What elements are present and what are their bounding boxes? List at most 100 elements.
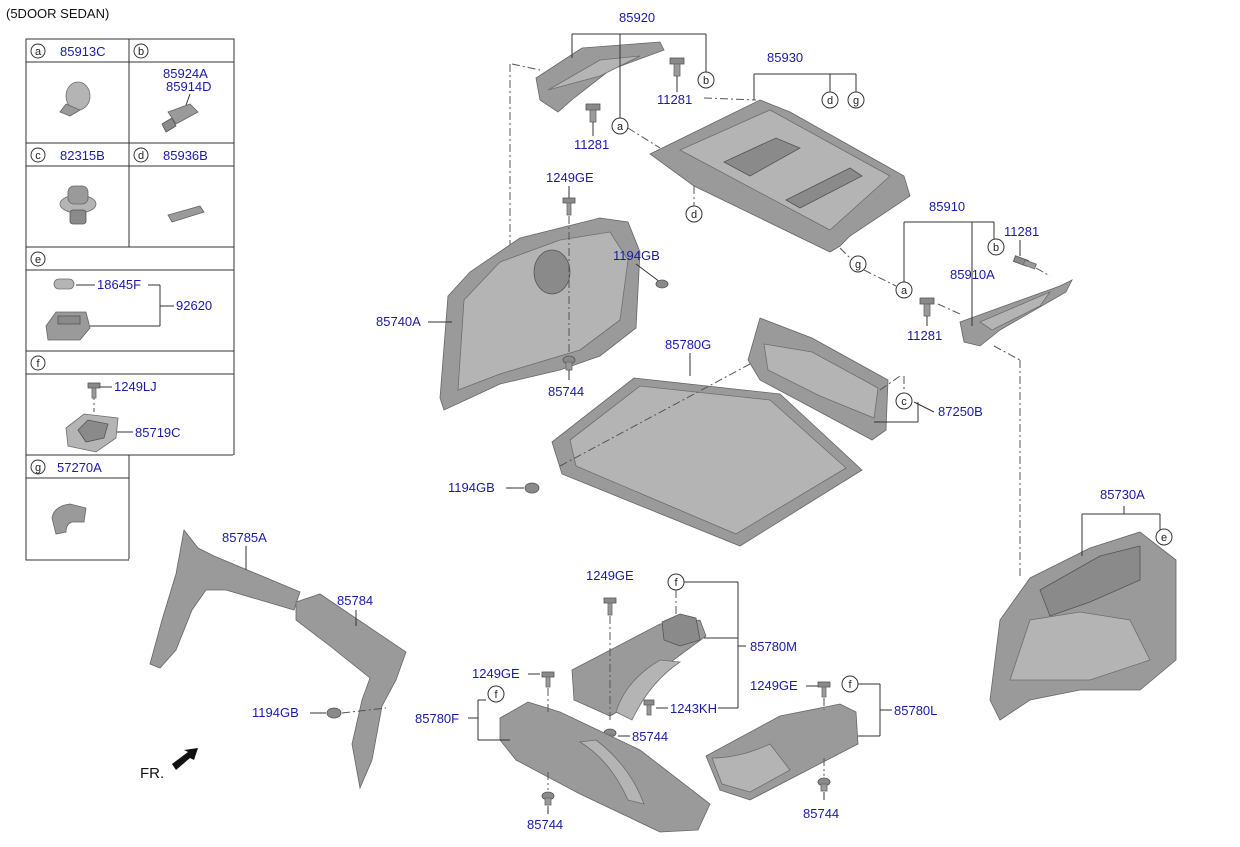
- clip-85744-4-icon: [817, 777, 831, 792]
- callout-a-top: [611, 117, 629, 135]
- legend-cell-d: d 85936B: [133, 147, 208, 223]
- label-87250B: 87250B: [938, 404, 983, 419]
- label-1249GE-1: 1249GE: [546, 170, 594, 185]
- label-85744-2: 85744: [632, 729, 668, 744]
- legend-letter-g: g: [35, 462, 41, 474]
- lamp-92620-icon: [45, 311, 91, 341]
- callout-f-center-letter: f: [674, 577, 678, 589]
- label-85780M: 85780M: [750, 639, 797, 654]
- label-85920: 85920: [619, 10, 655, 25]
- screw-1249GE-4-icon: [817, 681, 831, 698]
- callout-b-top-letter: b: [703, 75, 709, 87]
- label-11281-r2: 11281: [907, 328, 942, 343]
- label-85910: 85910: [929, 199, 965, 214]
- part-85930-shelf: 85930: [649, 50, 911, 253]
- callout-e-letter: e: [1161, 532, 1167, 544]
- callout-b-right: [987, 238, 1005, 256]
- legend-part-85924A: 85924A: [163, 66, 208, 81]
- legend-cell-f: f 1249LJ 85719C: [30, 355, 181, 453]
- pad-85936B-icon: [167, 205, 205, 223]
- callout-a-right: [895, 281, 913, 299]
- label-85744-1: 85744: [548, 384, 584, 399]
- clip-85913C-icon: [59, 81, 91, 117]
- callout-g-top: [847, 91, 865, 109]
- legend-part-85913C: 85913C: [60, 44, 106, 59]
- legend-cell-g: g 57270A: [30, 459, 102, 535]
- legend-part-85936B: 85936B: [163, 148, 208, 163]
- callout-d-mid: [685, 205, 703, 223]
- part-85784: 85784: [295, 593, 407, 790]
- callout-e: [1155, 528, 1173, 546]
- clip-1194GB-2-icon: [524, 482, 540, 494]
- legend-letter-e: e: [35, 254, 41, 266]
- callout-d-top-letter: d: [827, 95, 833, 107]
- label-1194GB-2: 1194GB: [448, 480, 495, 495]
- screw-1249GE-2-icon: [603, 597, 617, 616]
- part-85910: 85910 85910A: [903, 199, 1073, 347]
- legend-part-82315B: 82315B: [60, 148, 105, 163]
- callout-c-letter: c: [901, 396, 907, 408]
- clip-1194GB-3-icon: [326, 707, 342, 719]
- part-85780G-floor-mat: 85780G: [551, 337, 863, 547]
- label-85785A: 85785A: [222, 530, 267, 545]
- screw-11281-mid-icon: [585, 103, 601, 123]
- label-85744-4: 85744: [803, 806, 839, 821]
- legend-letter-f: f: [36, 358, 40, 370]
- callout-a-right-letter: a: [901, 285, 908, 297]
- label-1194GB-3: 1194GB: [252, 705, 299, 720]
- legend-part-92620: 92620: [176, 298, 212, 313]
- callout-c: [895, 392, 913, 410]
- legend-cell-a: a 85913C: [30, 43, 106, 117]
- clip-85744-3-icon: [541, 791, 555, 806]
- label-1249GE-4: 1249GE: [750, 678, 798, 693]
- callout-f-left: [487, 685, 505, 703]
- label-85730A: 85730A: [1100, 487, 1145, 502]
- callout-d-mid-letter: d: [691, 209, 697, 221]
- label-85910A: 85910A: [950, 267, 995, 282]
- screw-11281-r2-icon: [919, 297, 935, 317]
- screw-1243KH-icon: [643, 699, 655, 716]
- callout-f-left-letter: f: [494, 689, 498, 701]
- part-85920: 85920: [535, 10, 707, 118]
- callout-b-right-letter: b: [993, 242, 999, 254]
- legend-letter-c: c: [35, 150, 41, 162]
- screw-1249LJ-icon: [87, 382, 101, 399]
- callout-g-mid: [849, 255, 867, 273]
- label-1249GE-2: 1249GE: [586, 568, 634, 583]
- part-85740A: 85740A: [376, 217, 641, 411]
- callout-b-top: [697, 71, 715, 89]
- part-85780M: 85780M: [571, 581, 797, 721]
- legend-part-1249LJ: 1249LJ: [114, 379, 157, 394]
- bulb-18645F-icon: [53, 278, 75, 290]
- legend-cell-e: e 18645F 92620: [30, 251, 212, 341]
- screw-11281-r1-icon: [1012, 255, 1037, 270]
- label-1243KH: 1243KH: [670, 701, 717, 716]
- callout-f-right-letter: f: [848, 679, 852, 691]
- grommet-57270A-icon: [51, 503, 87, 535]
- diagram-title: (5DOOR SEDAN): [6, 6, 109, 21]
- label-85744-3: 85744: [527, 817, 563, 832]
- label-11281-top: 11281: [657, 92, 692, 107]
- screw-1249GE-3-icon: [541, 671, 555, 688]
- tray-85719C-icon: [65, 413, 119, 453]
- front-arrow-icon: [172, 748, 198, 770]
- legend-part-85914D: 85914D: [166, 79, 212, 94]
- push-clip-82315B-icon: [59, 185, 97, 225]
- part-85730A: 85730A: [989, 487, 1177, 721]
- callout-g-top-letter: g: [853, 95, 859, 107]
- legend-letter-d: d: [138, 150, 144, 162]
- label-85780G: 85780G: [665, 337, 711, 352]
- front-label: FR.: [140, 765, 164, 782]
- clip-1194GB-1-icon: [655, 279, 669, 289]
- label-1194GB-1: 1194GB: [613, 248, 660, 263]
- label-85780F: 85780F: [415, 711, 459, 726]
- legend-letter-a: a: [35, 46, 42, 58]
- part-85780L: 85780L: [705, 683, 937, 801]
- screw-11281-top-icon: [669, 57, 685, 77]
- part-85780F: 85780F: [415, 699, 711, 833]
- callout-g-mid-letter: g: [855, 259, 861, 271]
- label-85930: 85930: [767, 50, 803, 65]
- label-1249GE-3: 1249GE: [472, 666, 520, 681]
- callout-a-top-letter: a: [617, 121, 624, 133]
